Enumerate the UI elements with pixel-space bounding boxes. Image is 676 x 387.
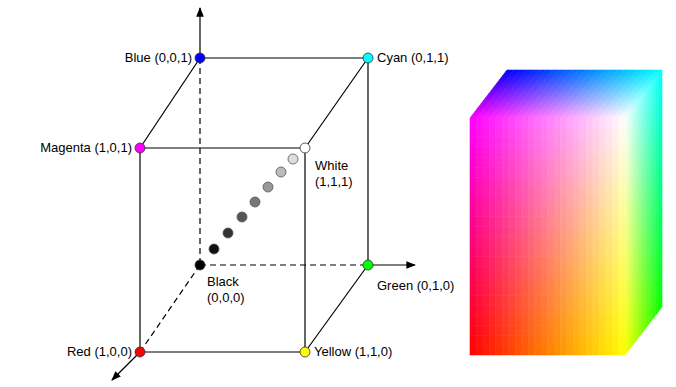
shaded-color-cube bbox=[470, 70, 662, 355]
corner-label: White (1,1,1) bbox=[315, 158, 363, 191]
corner-label: Black (0,0,0) bbox=[207, 274, 255, 307]
corner-label: Red (1,0,0) bbox=[67, 344, 132, 360]
corner-dots bbox=[135, 53, 373, 357]
corner-label: Magenta (1,0,1) bbox=[40, 140, 132, 156]
corner-label: Blue (0,0,1) bbox=[125, 50, 192, 66]
corner-label: Green (0,1,0) bbox=[377, 278, 454, 294]
corner-label: Yellow (1,1,0) bbox=[314, 344, 392, 360]
cube-edges bbox=[112, 8, 415, 380]
corner-label: Cyan (0,1,1) bbox=[377, 50, 449, 66]
grey-diagonal-dots bbox=[209, 154, 298, 254]
